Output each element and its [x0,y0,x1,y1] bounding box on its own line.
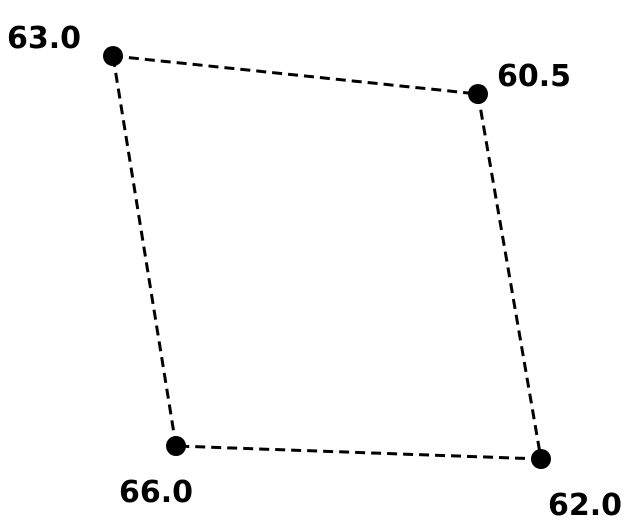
vertex-top-left [103,46,123,66]
label-top-left: 63.0 [7,21,81,56]
vertex-bottom-right [531,449,551,469]
vertex-top-right [468,84,488,104]
label-bottom-right: 62.0 [548,488,622,523]
edge-bottom [175,444,542,461]
label-bottom-left: 66.0 [119,475,193,510]
edge-right [476,93,543,460]
vertex-bottom-left [166,436,186,456]
label-top-right: 60.5 [497,59,571,94]
edge-left [111,55,178,447]
edge-top [112,54,479,96]
